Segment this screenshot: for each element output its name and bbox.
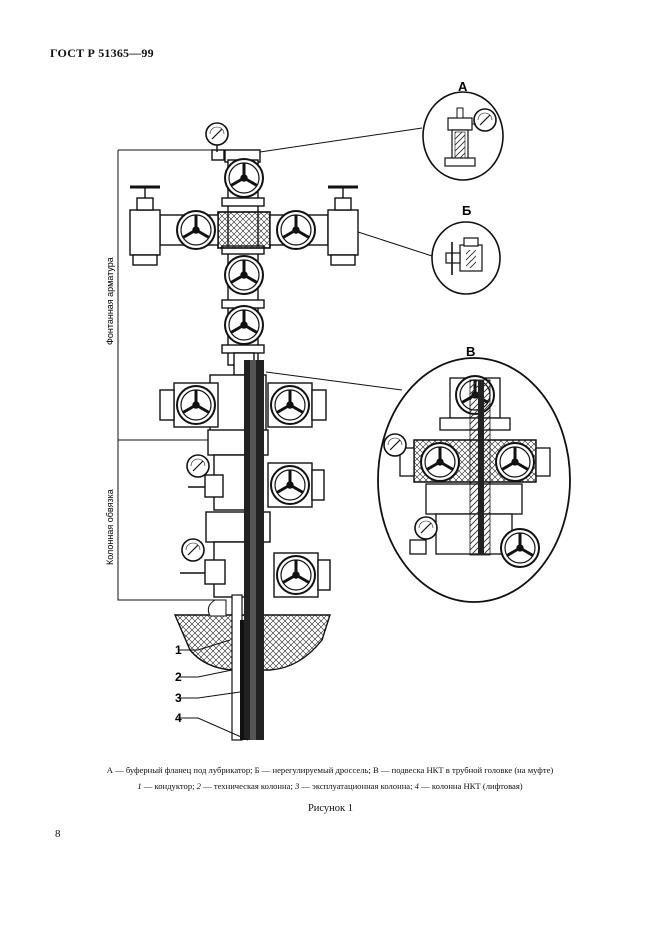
caption-text-2: — техническая колонна; <box>200 781 295 791</box>
number-1: 1 <box>175 643 182 657</box>
caption-text-1: — кондуктор; <box>141 781 197 791</box>
caption-line-2: 1 — кондуктор; 2 — техническая колонна; … <box>30 779 630 794</box>
number-2: 2 <box>175 670 182 684</box>
detail-v: В <box>265 344 571 603</box>
callout-v: В <box>466 344 475 359</box>
caption-text-4: — колонна НКТ (лифтовая) <box>418 781 523 791</box>
caption-line-1: А — буферный фланец под лубрикатор; Б — … <box>106 765 554 775</box>
callout-a: А <box>458 79 468 94</box>
figure-title: Рисунок 1 <box>307 803 354 814</box>
caption-index-2: 2 <box>196 781 201 791</box>
number-leaders <box>178 639 249 741</box>
label-christmas-tree: Фонтанная арматура <box>105 257 115 345</box>
label-casing-head: Колонная обвязка <box>105 489 115 565</box>
document-header: ГОСТ Р 51365—99 <box>50 46 154 60</box>
callout-b: Б <box>462 203 471 218</box>
caption-index-3: 3 <box>294 781 300 791</box>
caption-index-4: 4 <box>414 781 419 791</box>
detail-a: А <box>259 79 504 181</box>
christmas-tree <box>129 122 359 376</box>
number-4: 4 <box>175 711 182 725</box>
page-number: 8 <box>55 828 61 840</box>
caption-index-1: 1 <box>137 781 142 791</box>
ground-and-strings <box>173 360 331 741</box>
number-3: 3 <box>175 691 182 705</box>
caption-text-3: — эксплуатационная колонна; <box>299 781 415 791</box>
detail-b: Б <box>357 203 501 295</box>
